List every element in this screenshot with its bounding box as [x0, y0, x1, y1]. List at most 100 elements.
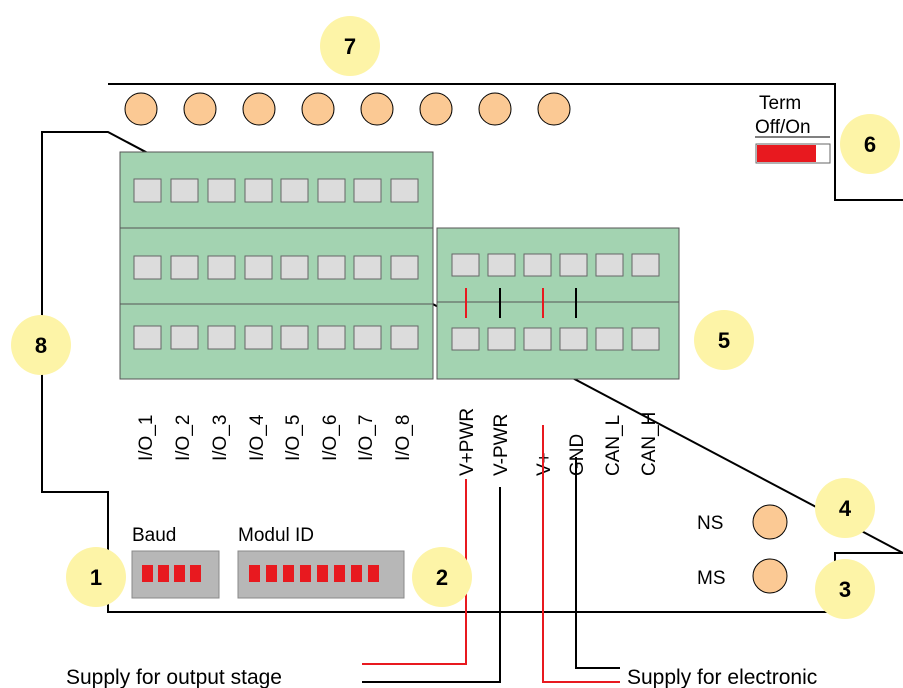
io-terminal-pin: [244, 325, 273, 350]
callout-number-3: 3: [839, 577, 851, 602]
modul-id-dip-toggle[interactable]: [368, 565, 379, 582]
supply-output-stage-label: Supply for output stage: [66, 666, 282, 688]
io-terminal-pin: [280, 178, 309, 203]
io-terminal-pin: [207, 325, 236, 350]
io-led-2: [183, 92, 217, 126]
power-label-2: V-PWR: [491, 414, 512, 476]
io-terminal-pin: [244, 255, 273, 280]
modul-id-dip-toggle[interactable]: [317, 565, 328, 582]
baud-dip-toggle[interactable]: [174, 565, 185, 582]
power-terminal-pin: [487, 253, 516, 277]
callout-badge-5: [694, 310, 754, 370]
callout-badge-3: [815, 559, 875, 619]
io-terminal-pin: [133, 178, 162, 203]
power-label-4: GND: [567, 434, 588, 476]
modul-id-dip-switch[interactable]: [237, 550, 405, 599]
io-terminal-pin: [244, 178, 273, 203]
io-label-5: I/O_5: [283, 415, 304, 461]
io-led-1: [124, 92, 158, 126]
callout-number-8: 8: [35, 333, 47, 358]
io-led-5: [360, 92, 394, 126]
callout-number-1: 1: [90, 565, 102, 590]
callout-number-7: 7: [344, 34, 356, 59]
io-led-3: [242, 92, 276, 126]
io-terminal-pin: [133, 255, 162, 280]
io-terminal-pin: [390, 325, 419, 350]
wire-v-minus-pwr: [362, 487, 501, 683]
term-title: Term: [759, 93, 801, 114]
power-terminal-pin: [451, 327, 480, 351]
modul-id-dip-toggle[interactable]: [334, 565, 345, 582]
power-terminal-pin: [631, 253, 660, 277]
io-terminal-pin: [317, 325, 346, 350]
io-label-3: I/O_3: [210, 415, 231, 461]
callout-number-2: 2: [436, 565, 448, 590]
io-label-2: I/O_2: [173, 415, 194, 461]
io-led-7: [478, 92, 512, 126]
io-led-8: [537, 92, 571, 126]
modul-id-dip-toggle[interactable]: [266, 565, 277, 582]
supply-electronic-label: Supply for electronic: [627, 666, 817, 688]
baud-dip-toggle[interactable]: [190, 565, 201, 582]
io-label-1: I/O_1: [136, 415, 157, 461]
callout-badge-8: [11, 315, 71, 375]
termination-switch[interactable]: [755, 143, 831, 164]
modul-id-label: Modul ID: [238, 525, 314, 546]
power-terminal-pin: [451, 253, 480, 277]
baud-dip-switch[interactable]: [131, 550, 220, 599]
power-terminal-pin: [631, 327, 660, 351]
io-label-6: I/O_6: [320, 415, 341, 461]
term-state: Off/On: [755, 117, 811, 138]
power-terminal-block: [436, 227, 680, 380]
io-terminal-pin: [170, 255, 199, 280]
callout-badge-2: [412, 547, 472, 607]
callout-number-5: 5: [718, 328, 730, 353]
io-terminal-block: [119, 151, 434, 380]
io-terminal-pin: [390, 178, 419, 203]
ms-label: MS: [697, 568, 726, 589]
io-terminal-pin: [317, 178, 346, 203]
power-terminal-pin: [559, 327, 588, 351]
power-label-5: CAN_L: [603, 415, 624, 476]
io-terminal-pin: [353, 325, 382, 350]
modul-id-dip-toggle[interactable]: [249, 565, 260, 582]
power-terminal-pin: [523, 327, 552, 351]
baud-label: Baud: [132, 525, 176, 546]
power-terminal-pin: [487, 327, 516, 351]
power-label-6: CAN_H: [639, 412, 660, 476]
ms-led: [752, 558, 788, 594]
io-led-6: [419, 92, 453, 126]
callout-badge-1: [66, 547, 126, 607]
baud-dip-toggle[interactable]: [142, 565, 153, 582]
io-terminal-pin: [170, 325, 199, 350]
baud-dip-toggle[interactable]: [158, 565, 169, 582]
modul-id-dip-toggle[interactable]: [283, 565, 294, 582]
callout-badge-4: [815, 478, 875, 538]
power-terminal-pin: [523, 253, 552, 277]
io-terminal-pin: [280, 325, 309, 350]
callout-badge-7: [320, 16, 380, 76]
io-label-8: I/O_8: [393, 415, 414, 461]
power-label-3: V+: [534, 452, 555, 476]
io-terminal-pin: [353, 255, 382, 280]
ns-label: NS: [697, 513, 723, 534]
power-terminal-pin: [595, 327, 624, 351]
io-terminal-pin: [170, 178, 199, 203]
io-led-row: [124, 92, 571, 126]
modul-id-dip-toggle[interactable]: [300, 565, 311, 582]
callout-badge-6: [840, 114, 900, 174]
callout-number-4: 4: [839, 496, 852, 521]
modul-id-dip-toggle[interactable]: [351, 565, 362, 582]
power-terminal-pin: [595, 253, 624, 277]
ns-led: [752, 504, 788, 540]
io-terminal-pin: [280, 255, 309, 280]
wire-v-plus: [542, 425, 620, 683]
io-terminal-pin: [353, 178, 382, 203]
io-terminal-pin: [207, 255, 236, 280]
io-label-4: I/O_4: [247, 414, 268, 461]
io-terminal-pin: [317, 255, 346, 280]
wire-v-plus-pwr: [362, 479, 467, 665]
power-terminal-pin: [559, 253, 588, 277]
power-label-1: V+PWR: [457, 408, 478, 476]
wire-gnd: [575, 457, 620, 669]
